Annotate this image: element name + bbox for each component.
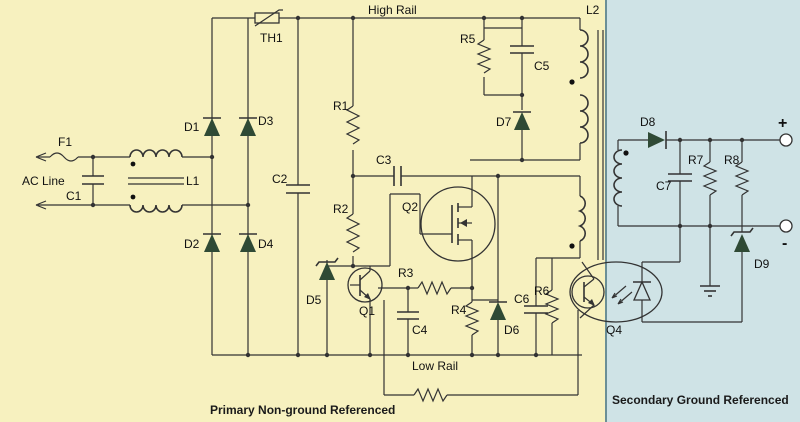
capacitor-c5 (510, 28, 534, 95)
label-high-rail: High Rail (368, 3, 417, 17)
label-th1: TH1 (260, 31, 283, 45)
label-d7: D7 (496, 115, 512, 129)
label-c3: C3 (376, 153, 392, 167)
label-l2: L2 (586, 3, 600, 17)
label-low-rail: Low Rail (412, 359, 458, 373)
resistor-r7 (702, 140, 718, 286)
label-r5: R5 (460, 32, 476, 46)
label-r1: R1 (333, 99, 349, 113)
diode-d2 (203, 233, 221, 252)
label-q2: Q2 (402, 200, 418, 214)
label-c6: C6 (514, 292, 530, 306)
diode-d1 (203, 117, 221, 136)
diode-d8 (648, 131, 667, 149)
label-d4: D4 (258, 237, 274, 251)
capacitor-c3 (353, 166, 501, 186)
label-q4: Q4 (606, 323, 622, 337)
label-plus-terminal: + (778, 115, 787, 132)
label-d2: D2 (184, 237, 200, 251)
label-c5: C5 (534, 59, 550, 73)
capacitor-c7 (642, 140, 692, 263)
label-c4: C4 (412, 323, 428, 337)
label-r6: R6 (534, 284, 550, 298)
resistor-r5 (476, 28, 492, 95)
label-r2: R2 (333, 202, 349, 216)
label-r3: R3 (398, 266, 414, 280)
transistor-q1 (347, 266, 411, 355)
primary-region (0, 0, 606, 422)
low-rail (212, 352, 582, 358)
diode-d3 (239, 117, 257, 136)
bridge-rectifier (209, 18, 251, 355)
inductor-l1 (128, 149, 248, 213)
label-d1: D1 (184, 120, 200, 134)
label-ac-line: AC Line (22, 174, 65, 188)
zener-d9 (642, 227, 754, 323)
mosfet-q2 (353, 176, 496, 300)
capacitor-c2 (286, 18, 310, 355)
label-secondary-region: Secondary Ground Referenced (612, 393, 789, 407)
thermistor-th1 (254, 9, 283, 27)
label-q1: Q1 (359, 304, 375, 318)
secondary-region (606, 0, 800, 422)
zener-d5 (315, 257, 353, 355)
resistor-r1 (345, 18, 361, 214)
ac-line-input (35, 152, 130, 210)
label-c1: C1 (66, 189, 82, 203)
capacitor-c4 (397, 288, 419, 355)
capacitor-c6 (524, 258, 548, 355)
label-minus-terminal: - (782, 235, 787, 252)
label-d3: D3 (258, 114, 274, 128)
label-l1: L1 (186, 174, 200, 188)
optocoupler-q4 (569, 261, 663, 323)
label-r8: R8 (724, 153, 740, 167)
resistor-r8 (734, 140, 750, 232)
resistor-r6 (544, 258, 560, 355)
label-d9: D9 (754, 257, 770, 271)
transformer-l2 (500, 18, 629, 260)
label-d8: D8 (640, 115, 656, 129)
diode-d4 (239, 233, 257, 252)
label-d5: D5 (306, 293, 322, 307)
feedback-resistor (383, 300, 579, 403)
label-r7: R7 (688, 153, 704, 167)
ground-symbol (700, 285, 720, 297)
diode-d7 (470, 95, 580, 163)
capacitor-c1 (82, 154, 104, 208)
fuse-f1 (49, 152, 130, 162)
label-r4: R4 (451, 303, 467, 317)
label-primary-region: Primary Non-ground Referenced (210, 403, 395, 417)
label-f1: F1 (58, 135, 72, 149)
label-c2: C2 (272, 172, 288, 186)
diode-d6 (472, 299, 507, 355)
secondary-output (617, 133, 793, 233)
label-d6: D6 (504, 323, 520, 337)
label-c7: C7 (656, 179, 672, 193)
resistor-r3 (408, 280, 475, 296)
